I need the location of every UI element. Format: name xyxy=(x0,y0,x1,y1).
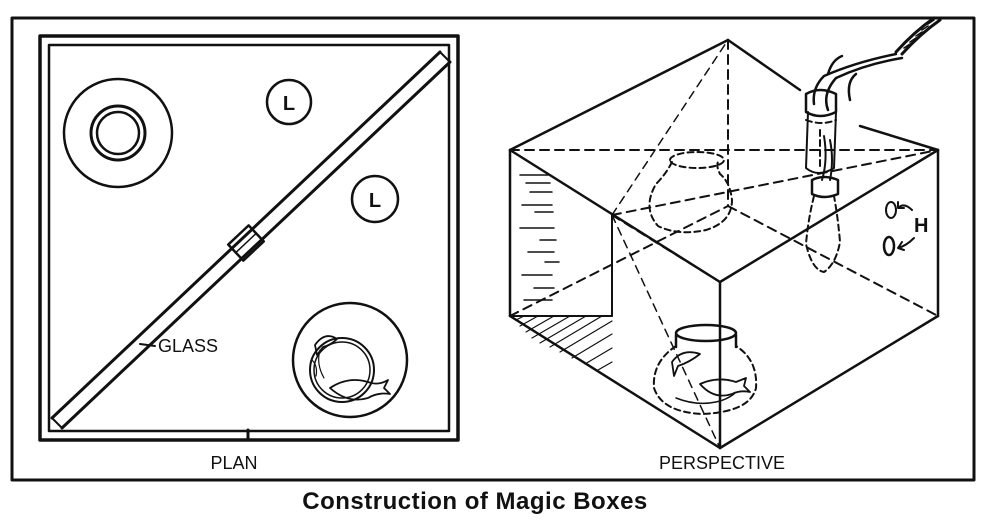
plan-label: Plan xyxy=(210,453,257,473)
left-face-hatching xyxy=(509,174,613,381)
perspective-box xyxy=(508,38,940,450)
fish-icon xyxy=(699,377,751,397)
plan-marker-l2-text: L xyxy=(369,190,381,212)
perspective-jar-lower xyxy=(652,323,758,415)
perspective-label: Perspective xyxy=(659,453,785,473)
plan-fish-bowl xyxy=(291,301,409,419)
glass-leader xyxy=(139,343,156,347)
h-marker-text: H xyxy=(914,215,928,237)
plug-bottom xyxy=(810,175,840,199)
plan-box-outer xyxy=(38,34,460,442)
plan-ring-jar xyxy=(62,77,174,189)
glass-label: Glass xyxy=(158,336,218,356)
perspective-jar-upper xyxy=(648,151,733,234)
fish-icon xyxy=(671,351,701,377)
figure-caption: Construction of Magic Boxes xyxy=(302,488,648,515)
perspective-panel: H Perspective xyxy=(508,16,942,473)
fish-icon xyxy=(329,379,391,401)
plug-top xyxy=(804,88,838,118)
plan-marker-l1-text: L xyxy=(283,93,295,115)
perspective-hidden-edges xyxy=(509,39,939,449)
outer-frame xyxy=(10,16,976,482)
rope-handle xyxy=(804,16,942,273)
plan-panel: L L Glass Plan xyxy=(38,34,460,473)
arrow-icon xyxy=(897,201,913,211)
fish-icon xyxy=(314,335,338,356)
plan-marker-l2: L xyxy=(350,174,400,224)
glass-partition xyxy=(50,50,452,430)
plan-marker-l1: L xyxy=(265,78,313,126)
h-marker: H xyxy=(882,201,928,257)
arrow-icon xyxy=(897,237,915,251)
plan-box-inner xyxy=(47,43,451,433)
